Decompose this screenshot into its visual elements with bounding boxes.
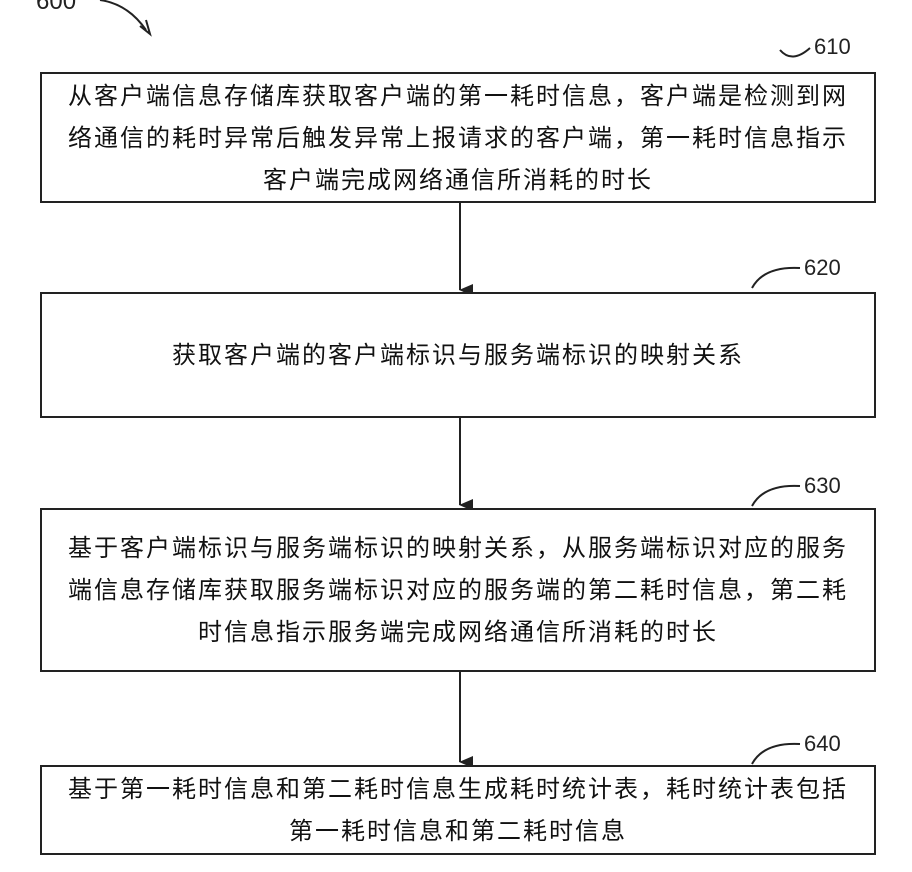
step-box-630: 基于客户端标识与服务端标识的映射关系，从服务端标识对应的服务端信息存储库获取服务… [40, 508, 876, 672]
step-box-610: 从客户端信息存储库获取客户端的第一耗时信息，客户端是检测到网络通信的耗时异常后触… [40, 72, 876, 203]
step-number-640: 640 [804, 731, 841, 757]
leader-630 [752, 486, 800, 506]
step-text-620: 获取客户端的客户端标识与服务端标识的映射关系 [172, 334, 744, 376]
step-text-640: 基于第一耗时信息和第二耗时信息生成耗时统计表，耗时统计表包括第一耗时信息和第二耗… [56, 768, 860, 852]
step-box-620: 获取客户端的客户端标识与服务端标识的映射关系 [40, 292, 876, 418]
figure-label: 600 [36, 0, 76, 16]
step-text-630: 基于客户端标识与服务端标识的映射关系，从服务端标识对应的服务端信息存储库获取服务… [56, 527, 860, 653]
leader-640 [752, 744, 800, 764]
leader-620 [752, 268, 800, 288]
step-number-620: 620 [804, 255, 841, 281]
leader-610 [780, 48, 810, 57]
step-number-630: 630 [804, 473, 841, 499]
figure-label-leader [100, 0, 146, 30]
step-text-610: 从客户端信息存储库获取客户端的第一耗时信息，客户端是检测到网络通信的耗时异常后触… [56, 75, 860, 201]
step-number-610: 610 [814, 34, 851, 60]
step-box-640: 基于第一耗时信息和第二耗时信息生成耗时统计表，耗时统计表包括第一耗时信息和第二耗… [40, 765, 876, 855]
